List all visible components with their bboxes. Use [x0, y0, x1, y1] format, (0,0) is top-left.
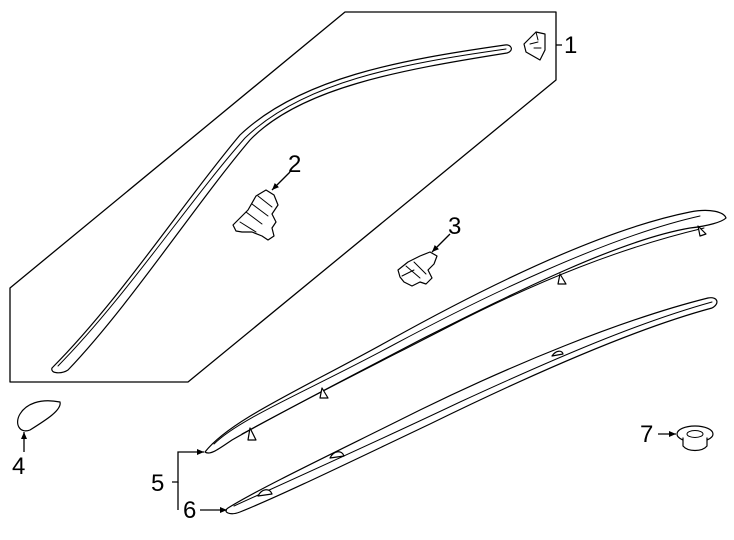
- callout-2: 2: [288, 151, 301, 178]
- callout-4: 4: [12, 453, 25, 480]
- part-5-roof-rail[interactable]: [204, 209, 727, 454]
- part-2-clip[interactable]: [232, 189, 279, 241]
- window-outline-panel: [9, 11, 557, 383]
- callout-7: 7: [640, 421, 653, 448]
- callout-6: 6: [183, 497, 196, 524]
- part-1-window-molding[interactable]: [51, 44, 512, 374]
- callout-5: 5: [151, 470, 164, 497]
- part-7-grommet[interactable]: [676, 425, 714, 452]
- part-1-clip[interactable]: [523, 31, 546, 61]
- callout-3: 3: [448, 213, 461, 240]
- part-4-end-cap[interactable]: [17, 400, 61, 432]
- leader-lines: [21, 44, 676, 513]
- part-3-clip[interactable]: [397, 251, 438, 287]
- callout-1: 1: [564, 32, 577, 59]
- part-6-roof-molding[interactable]: [225, 297, 718, 515]
